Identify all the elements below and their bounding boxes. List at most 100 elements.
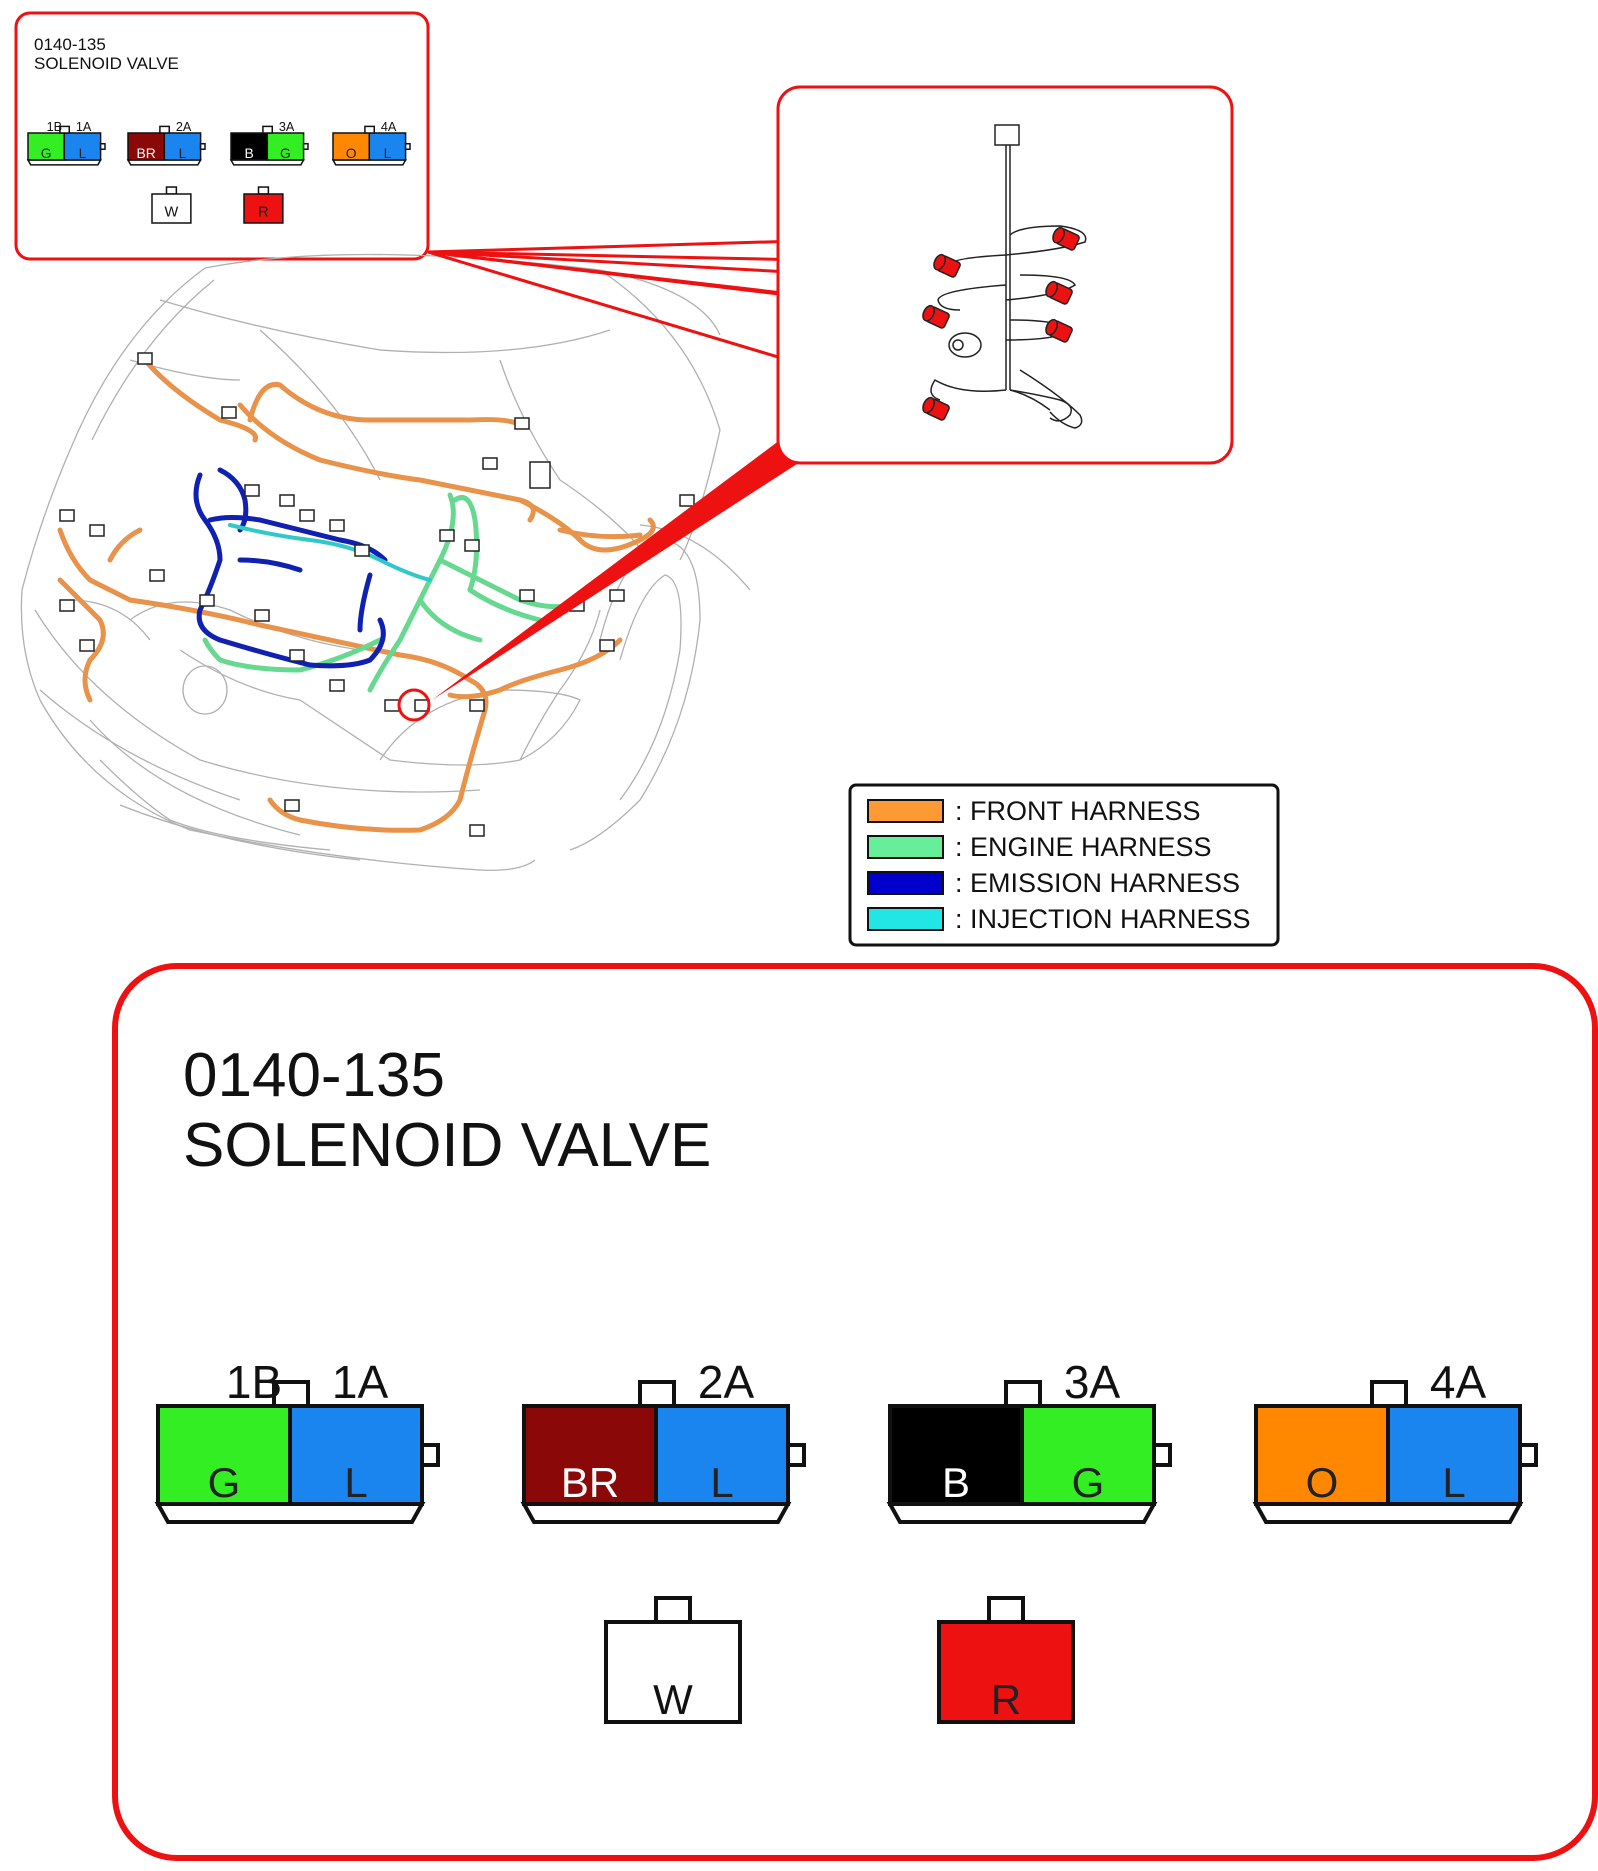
pin-wire-color-label: L [79, 145, 87, 161]
connector-tab [364, 125, 375, 134]
connector-latch [1518, 1443, 1538, 1467]
connector-latch [786, 1443, 806, 1467]
legend-label: : INJECTION HARNESS [955, 904, 1251, 934]
single-terminal-body [604, 1620, 742, 1724]
pin-cell-g [266, 132, 305, 161]
single-terminal-body [937, 1620, 1075, 1724]
single-terminal-label: W [165, 205, 179, 221]
terminal-label: 1A [76, 120, 92, 134]
pin-cell-l [288, 1404, 424, 1506]
pin-wire-color-label: L [179, 145, 187, 161]
legend-swatch [867, 871, 944, 895]
connector-code: 0140-135 [183, 1041, 445, 1110]
single-terminal-body [151, 193, 192, 224]
pin-cell-l [1386, 1404, 1522, 1506]
connector-latch [99, 142, 106, 150]
pin-cell-l [368, 132, 407, 161]
legend-label: : EMISSION HARNESS [955, 868, 1240, 898]
engine-harness [202, 492, 573, 693]
injection-harness [228, 523, 432, 582]
connector-tab [654, 1596, 692, 1624]
pin-cell-b [230, 132, 269, 161]
legend-label: : FRONT HARNESS [955, 796, 1201, 826]
pin-cell-g [1020, 1404, 1156, 1506]
legend-label: : ENGINE HARNESS [955, 832, 1212, 862]
pin-wire-color-label: O [346, 145, 357, 161]
small-connector-name: SOLENOID VALVE [34, 54, 179, 73]
connector-base [1252, 1502, 1524, 1524]
terminal-label: 1B [47, 120, 62, 134]
front-harness [57, 357, 656, 833]
terminal-label: 2A [176, 120, 192, 134]
single-terminal-r: R [937, 1596, 1075, 1724]
pin-wire-color-label: O [1306, 1459, 1339, 1506]
small-connector-code: 0140-135 [34, 35, 106, 54]
connector-tab [262, 125, 273, 134]
terminal-label: 2A [698, 1356, 755, 1408]
connector-latch [302, 142, 309, 150]
connector-tab [257, 186, 270, 195]
pin-wire-color-label: G [1072, 1459, 1105, 1506]
connector-tab [987, 1596, 1025, 1624]
single-terminal-w: W [151, 186, 192, 224]
connector-tab [272, 1380, 310, 1408]
terminal-label: 3A [1064, 1356, 1121, 1408]
solenoid-wiring [930, 124, 1087, 429]
pin-cell-l [654, 1404, 790, 1506]
connector-latch [404, 142, 411, 150]
pin-wire-color-label: L [344, 1459, 367, 1506]
terminal-label: 4A [381, 120, 397, 134]
connector-tab [638, 1380, 676, 1408]
single-terminal-label: R [258, 205, 269, 221]
pin-wire-color-label: B [245, 145, 254, 161]
single-terminal-r: R [243, 186, 284, 224]
connector-tab [1004, 1380, 1042, 1408]
pin-cell-br [127, 132, 166, 161]
pin-wire-color-label: BR [561, 1459, 619, 1506]
pin-wire-color-label: G [280, 145, 291, 161]
harness-routing [57, 357, 656, 833]
connector-latch [199, 142, 206, 150]
pin-wire-color-label: G [41, 145, 52, 161]
connector-tab [1370, 1380, 1408, 1408]
harness-connectors [59, 352, 695, 837]
connector-pin-4: O L 4A [331, 120, 411, 166]
connector-tab [59, 125, 71, 134]
terminal-label: 4A [1430, 1356, 1487, 1408]
legend-swatch [867, 907, 944, 931]
pin-wire-color-label: BR [137, 145, 156, 161]
connector-pin-2: BR L 2A [520, 1356, 806, 1524]
connector-pin-1: G L 1B 1A [26, 120, 106, 166]
connector-base [154, 1502, 426, 1524]
terminal-label: 1A [332, 1356, 389, 1408]
pin-wire-color-label: L [710, 1459, 733, 1506]
pin-cell-o [1254, 1404, 1390, 1506]
legend-entry: : FRONT HARNESS [867, 796, 1201, 826]
pin-cell-br [522, 1404, 658, 1506]
single-terminal-label: W [653, 1676, 693, 1723]
harness-legend: : FRONT HARNESS : ENGINE HARNESS : EMISSIO… [848, 783, 1280, 947]
connector-latch [1152, 1443, 1172, 1467]
legend-entry: : ENGINE HARNESS [867, 832, 1212, 862]
pin-cell-g [27, 132, 66, 161]
pin-wire-color-label: L [384, 145, 392, 161]
legend-swatch [867, 835, 944, 859]
single-terminal-label: R [991, 1676, 1021, 1723]
pointer-wedge [432, 440, 800, 700]
single-terminal-w: W [604, 1596, 742, 1724]
connector-base [520, 1502, 792, 1524]
zoom-detail-box [776, 85, 1234, 465]
pin-cell-b [888, 1404, 1024, 1506]
solenoid-plugs [922, 226, 1080, 421]
connector-name: SOLENOID VALVE [183, 1111, 711, 1180]
connector-tab [159, 125, 170, 134]
single-terminal-body [243, 193, 284, 224]
terminal-label: 1B [226, 1356, 282, 1408]
legend-entry: : INJECTION HARNESS [867, 904, 1251, 934]
